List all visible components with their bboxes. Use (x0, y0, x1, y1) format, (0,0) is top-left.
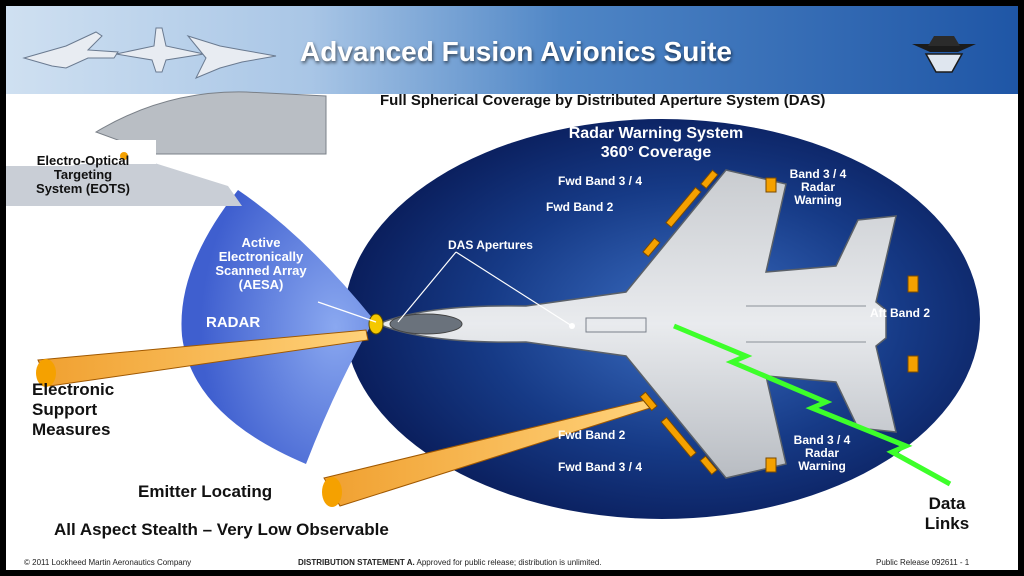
aesa-label: Active Electronically Scanned Array (AES… (215, 235, 307, 292)
distribution-statement: DISTRIBUTION STATEMENT A. Approved for p… (298, 558, 602, 567)
header-banner: Advanced Fusion Avionics Suite (6, 6, 1018, 94)
aesa-radar-dish (368, 313, 384, 335)
eots-inset-jet-nose (94, 91, 327, 155)
slide-frame: Advanced Fusion Avionics Suite Full Sphe… (6, 6, 1018, 570)
radar-label: RADAR (206, 314, 261, 331)
aft-band-2-label: Aft Band 2 (870, 306, 930, 320)
eots-label: Electro-Optical Targeting System (EOTS) (36, 153, 130, 196)
das-aperture-marker (569, 323, 575, 329)
rwr-antenna-bars (639, 169, 919, 476)
das-apertures-label: DAS Apertures (448, 238, 533, 252)
jet-icon (22, 31, 119, 69)
fwd-band-34-bottom-label: Fwd Band 3 / 4 (558, 460, 643, 474)
subtitle: Full Spherical Coverage by Distributed A… (380, 92, 826, 109)
esm-label: Electronic Support Measures (32, 380, 115, 439)
esm-beam-end (36, 359, 56, 387)
emitter-beam-end (322, 477, 342, 507)
page-title: Advanced Fusion Avionics Suite (300, 36, 733, 67)
logo-emblem (912, 36, 976, 73)
eots-callout-wedge (6, 156, 242, 206)
fwd-band-2-bottom-label: Fwd Band 2 (558, 428, 626, 442)
band-34-rw-top-label: Band 3 / 4 Radar Warning (789, 167, 847, 207)
data-links-label: Data Links (924, 494, 970, 533)
emitter-locating-label: Emitter Locating (138, 482, 273, 501)
header-jets-graphic (22, 27, 277, 79)
eots-label-backdrop (6, 140, 156, 164)
aesa-radar-cone (181, 190, 374, 464)
release-number: Public Release 092611 - 1 (876, 558, 970, 567)
leader-lines (317, 251, 573, 327)
diagram-canvas (6, 91, 980, 519)
copyright-text: © 2011 Lockheed Martin Aeronautics Compa… (24, 558, 192, 567)
datalink-signal (673, 323, 952, 487)
fwd-band-34-top-label: Fwd Band 3 / 4 (558, 174, 643, 188)
f35-jet-topview (376, 169, 897, 479)
radar-warning-title: Radar Warning System 360° Coverage (568, 125, 744, 161)
fwd-band-2-top-label: Fwd Band 2 (546, 200, 614, 214)
eots-sensor-icon (120, 152, 128, 160)
stealth-statement: All Aspect Stealth – Very Low Observable (54, 520, 389, 539)
jet-icon (186, 35, 277, 79)
band-34-rw-bottom-label: Band 3 / 4 Radar Warning (793, 433, 851, 473)
